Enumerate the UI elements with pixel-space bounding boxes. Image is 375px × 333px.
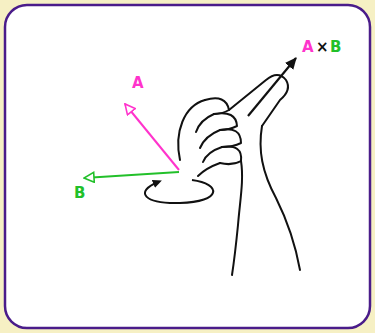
vector-label: B [74,186,85,201]
panel [5,5,370,328]
hand-outline [178,75,300,275]
vector-b [84,172,179,178]
vector-label: A [132,76,144,91]
vector-label: B [330,40,341,55]
vector-label: A [302,40,314,55]
curl-arrow [145,180,213,203]
operator-symbol: × [316,40,329,55]
cross-product-vector [248,58,296,116]
vector-a [125,104,179,170]
